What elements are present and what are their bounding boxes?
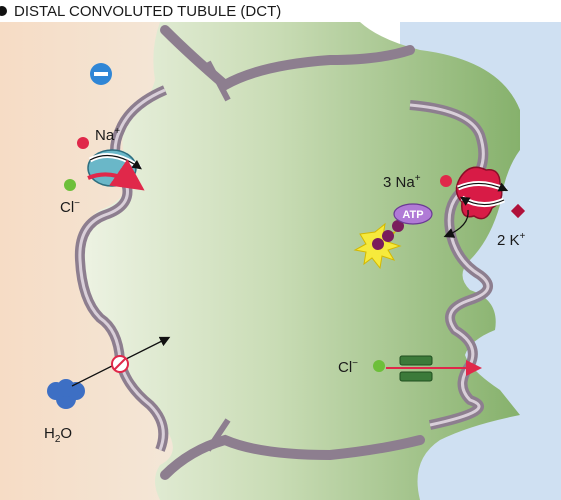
- pump-sodium-marker: [440, 175, 452, 187]
- channel-chloride-marker: [373, 360, 385, 372]
- sodium-ion-marker: [77, 137, 89, 149]
- pump-na-label: 3 Na+: [383, 173, 421, 191]
- na-k-atpase-pump-icon: [455, 166, 509, 220]
- tight-junction-bottom: [205, 418, 231, 452]
- apical-junction-top: [160, 25, 415, 92]
- potassium-ion-marker: [510, 203, 526, 219]
- negative-charge-icon: [90, 63, 112, 85]
- apical-junction-bottom: [160, 434, 425, 480]
- diagram-title: DISTAL CONVOLUTED TUBULE (DCT): [14, 3, 281, 20]
- atp-molecule-icon: ATP: [353, 203, 433, 270]
- atp-label: ATP: [402, 209, 423, 221]
- basolateral-membrane-inner: [409, 103, 490, 427]
- blocked-symbol-icon: [111, 355, 129, 373]
- atp-hydrolysis-arrow: [443, 209, 469, 238]
- apical-membrane-inner: [78, 88, 166, 451]
- water-molecule-icon: [47, 379, 85, 409]
- title-bullet: [0, 6, 7, 16]
- cl-label: Cl−: [60, 198, 80, 216]
- channel-cl-label: Cl−: [338, 358, 358, 376]
- tight-junction-top: [205, 60, 231, 102]
- nkcc-cotransporter-icon: [87, 149, 145, 191]
- chloride-channel-icon: [399, 355, 433, 382]
- h2o-label: H2O: [44, 425, 72, 445]
- pump-k-label: 2 K+: [497, 231, 526, 249]
- na-label: Na+: [95, 126, 120, 144]
- chloride-ion-marker: [64, 179, 76, 191]
